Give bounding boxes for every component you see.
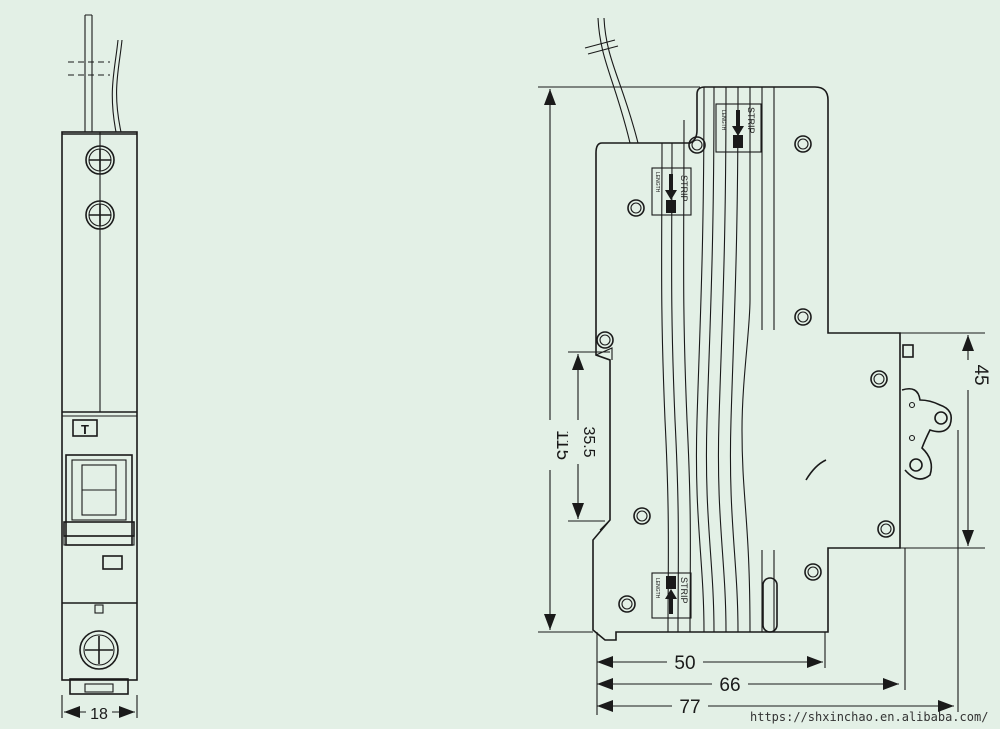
- strip-text: STRIP: [679, 175, 689, 202]
- dimensions: 115 35.5 45 50 66 77: [538, 86, 991, 718]
- strip-text: STRIP: [746, 107, 756, 134]
- toggle-lever: [63, 454, 135, 546]
- dim-front-height: 45: [970, 364, 991, 385]
- wire: [597, 17, 639, 144]
- wire-1: [84, 14, 93, 132]
- side-view: STRIP LENGTH STRIP LENGTH STRIP LENGTH: [584, 17, 953, 641]
- strip-length-label: STRIP LENGTH: [651, 572, 692, 619]
- length-text: LENGTH: [720, 110, 726, 131]
- wire-2: [111, 39, 123, 133]
- strip-text: STRIP: [679, 577, 689, 604]
- mounting-holes: [596, 135, 895, 613]
- screw-icon: [79, 630, 119, 670]
- strip-length-label: STRIP LENGTH: [651, 167, 692, 216]
- length-text: LENGTH: [654, 172, 660, 193]
- break-line: [68, 61, 110, 76]
- dim-depth-66: 66: [719, 675, 740, 696]
- dim-depth-77: 77: [679, 697, 700, 718]
- type-mark-box: [72, 419, 98, 437]
- watermark-url: https://shxinchao.en.alibaba.com/: [750, 710, 989, 724]
- length-text: LENGTH: [654, 578, 660, 599]
- dim-din-rail: 35.5: [580, 426, 597, 457]
- screw-icon: [85, 200, 115, 230]
- dim-height: 115: [552, 430, 573, 460]
- dim-width: 18: [90, 706, 108, 723]
- din-clip: [69, 678, 129, 695]
- indicator-window: [102, 555, 123, 570]
- terminal-lug: [901, 387, 953, 480]
- strip-length-label: STRIP LENGTH: [715, 103, 762, 153]
- screw-icon: [85, 145, 115, 175]
- dim-depth-50: 50: [674, 653, 695, 674]
- front-view: T 18: [61, 14, 138, 723]
- side-outline: [592, 86, 901, 641]
- type-mark: T: [81, 422, 89, 437]
